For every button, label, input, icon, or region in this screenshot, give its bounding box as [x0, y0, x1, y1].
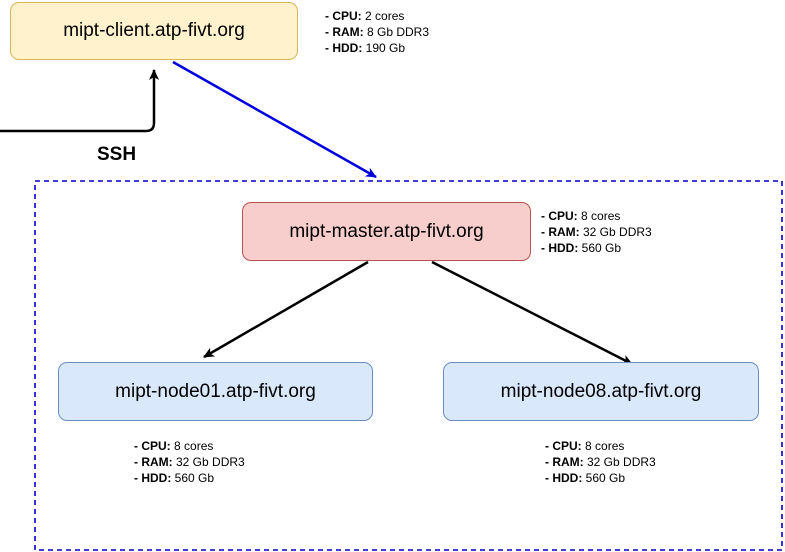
node01-ram-spec: - RAM: 32 Gb DDR3	[134, 454, 245, 470]
master-hdd-key: - HDD:	[541, 241, 579, 255]
node01-cpu-value: 8 cores	[174, 439, 214, 453]
master-cpu-value: 8 cores	[581, 209, 621, 223]
client-ram-key: - RAM:	[325, 25, 364, 39]
ssh-label: SSH	[97, 144, 137, 165]
master-node: mipt-master.atp-fivt.org	[242, 202, 531, 261]
node01-hdd-spec: - HDD: 560 Gb	[134, 470, 245, 486]
node01-cpu-spec: - CPU: 8 cores	[134, 438, 245, 454]
node08-hdd-value: 560 Gb	[585, 471, 626, 485]
node01-hdd-value: 560 Gb	[174, 471, 215, 485]
node01-specs: - CPU: 8 cores - RAM: 32 Gb DDR3 - HDD: …	[134, 438, 245, 486]
node08-node: mipt-node08.atp-fivt.org	[443, 362, 759, 421]
node08-node-label: mipt-node08.atp-fivt.org	[500, 380, 702, 402]
master-ram-key: - RAM:	[541, 225, 580, 239]
node08-cpu-spec: - CPU: 8 cores	[545, 438, 656, 454]
node08-cpu-key: - CPU:	[545, 439, 582, 453]
node01-node: mipt-node01.atp-fivt.org	[58, 362, 373, 421]
client-cpu-spec: - CPU: 2 cores	[325, 8, 429, 24]
node01-ram-key: - RAM:	[134, 455, 173, 469]
ssh-connection-arrow	[0, 69, 159, 133]
node01-hdd-key: - HDD:	[134, 471, 172, 485]
client-cpu-key: - CPU:	[325, 9, 362, 23]
node08-ram-spec: - RAM: 32 Gb DDR3	[545, 454, 656, 470]
client-node-label: mipt-client.atp-fivt.org	[63, 20, 245, 41]
node01-node-label: mipt-node01.atp-fivt.org	[115, 380, 316, 402]
node08-cpu-value: 8 cores	[585, 439, 625, 453]
master-node-label: mipt-master.atp-fivt.org	[289, 220, 484, 242]
node08-hdd-key: - HDD:	[545, 471, 583, 485]
master-hdd-value: 560 Gb	[581, 241, 622, 255]
client-hdd-spec: - HDD: 190 Gb	[325, 40, 429, 56]
client-specs: - CPU: 2 cores - RAM: 8 Gb DDR3 - HDD: 1…	[325, 8, 429, 56]
client-hdd-key: - HDD:	[325, 41, 363, 55]
master-to-node08-arrow	[431, 260, 633, 366]
client-ram-value: 8 Gb DDR3	[367, 25, 430, 39]
client-hdd-value: 190 Gb	[365, 41, 406, 55]
client-node: mipt-client.atp-fivt.org	[10, 2, 298, 60]
cluster-boundary	[34, 180, 783, 551]
master-cpu-spec: - CPU: 8 cores	[541, 208, 652, 224]
node08-specs: - CPU: 8 cores - RAM: 32 Gb DDR3 - HDD: …	[545, 438, 656, 486]
master-ram-spec: - RAM: 32 Gb DDR3	[541, 224, 652, 240]
master-hdd-spec: - HDD: 560 Gb	[541, 240, 652, 256]
master-specs: - CPU: 8 cores - RAM: 32 Gb DDR3 - HDD: …	[541, 208, 652, 256]
node01-cpu-key: - CPU:	[134, 439, 171, 453]
master-cpu-key: - CPU:	[541, 209, 578, 223]
node08-ram-key: - RAM:	[545, 455, 584, 469]
master-ram-value: 32 Gb DDR3	[583, 225, 652, 239]
master-to-node01-arrow	[203, 260, 369, 359]
node08-hdd-spec: - HDD: 560 Gb	[545, 470, 656, 486]
client-cpu-value: 2 cores	[365, 9, 405, 23]
node01-ram-value: 32 Gb DDR3	[176, 455, 245, 469]
client-ram-spec: - RAM: 8 Gb DDR3	[325, 24, 429, 40]
client-to-cluster-arrow	[172, 60, 377, 179]
node08-ram-value: 32 Gb DDR3	[587, 455, 656, 469]
